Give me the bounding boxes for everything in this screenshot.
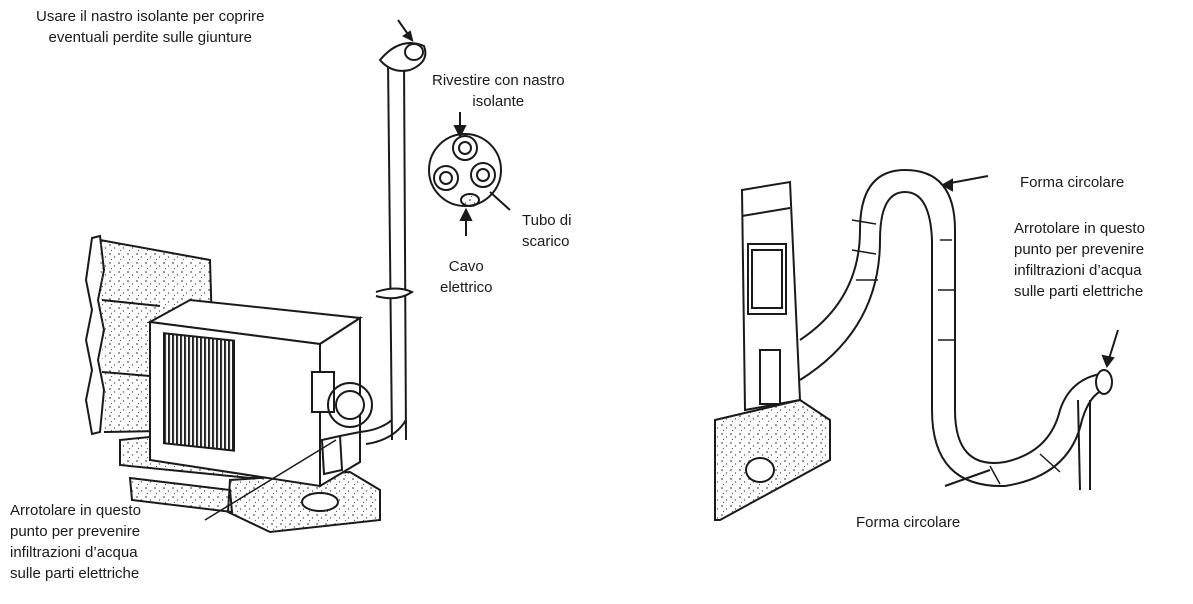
left-roll-note-line-4: sulle parti elettriche xyxy=(10,565,140,582)
left-roll-note-line-1: Arrotolare in questo xyxy=(10,502,141,519)
right-roll-note-line-1: Arrotolare in questo xyxy=(1014,220,1145,237)
right-roll-note-line-4: sulle parti elettriche xyxy=(1014,283,1144,300)
wrap-tape-note-line-2: isolante xyxy=(472,93,525,110)
wrapped-pipe-vertical xyxy=(339,19,427,445)
looped-hose xyxy=(799,168,1119,491)
circle-shape-label-bottom: Forma circolare xyxy=(856,514,961,531)
joint-tape-note: Usare il nastro isolante per coprire eve… xyxy=(36,6,264,48)
drain-pipe-label-line-2: scarico xyxy=(522,233,570,250)
right-roll-note-line-3: infiltrazioni d’acqua xyxy=(1014,262,1142,279)
electric-cable-label: Cavo elettrico xyxy=(440,256,493,298)
right-roll-note: Arrotolare in questo punto per prevenire… xyxy=(1014,218,1145,302)
electric-cable-label-line-2: elettrico xyxy=(440,279,493,296)
wrap-tape-note-line-1: Rivestire con nastro xyxy=(432,72,565,89)
left-illustration xyxy=(84,19,511,534)
wall-right xyxy=(714,180,831,521)
pipe-cross-section xyxy=(428,112,511,236)
drain-pipe-label-line-1: Tubo di xyxy=(522,212,572,229)
drain-pipe-label: Tubo di scarico xyxy=(522,210,571,252)
joint-tape-note-line-1: Usare il nastro isolante per coprire xyxy=(36,8,265,25)
right-illustration xyxy=(714,168,1119,521)
left-roll-note-line-2: punto per prevenire xyxy=(10,523,141,540)
joint-tape-note-line-2: eventuali perdite sulle giunture xyxy=(48,29,252,46)
wrap-tape-note: Rivestire con nastro isolante xyxy=(432,70,565,112)
left-roll-note: Arrotolare in questo punto per prevenire… xyxy=(10,500,141,584)
outdoor-unit xyxy=(146,298,373,488)
electric-cable-label-line-1: Cavo xyxy=(448,258,484,275)
left-roll-note-line-3: infiltrazioni d’acqua xyxy=(10,544,138,561)
circle-shape-label-top: Forma circolare xyxy=(1020,174,1125,191)
right-roll-note-line-2: punto per prevenire xyxy=(1014,241,1145,258)
